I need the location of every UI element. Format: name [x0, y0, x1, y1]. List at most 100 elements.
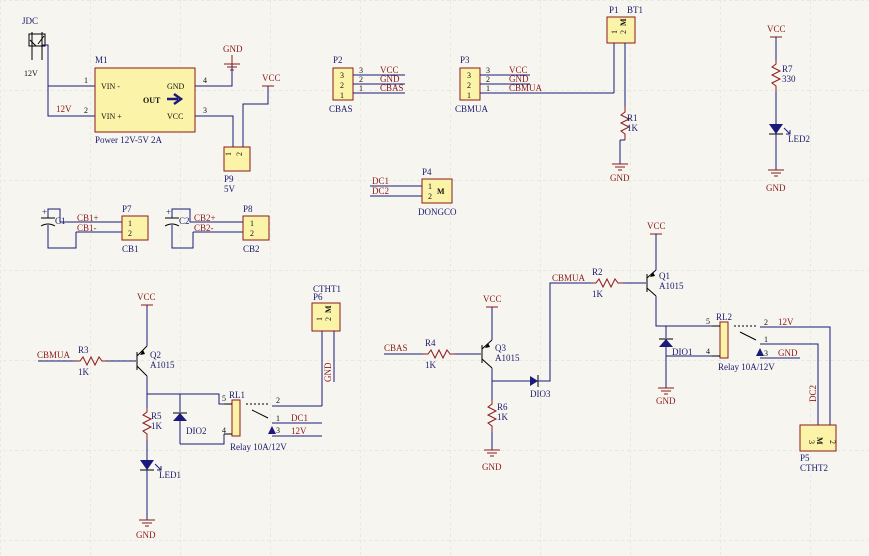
p1-connector[interactable]: P1 BT1 1 2 M	[606, 5, 643, 44]
svg-text:R2: R2	[592, 267, 603, 277]
svg-text:Q2: Q2	[150, 350, 161, 360]
svg-text:VCC: VCC	[647, 221, 666, 231]
svg-text:3: 3	[359, 66, 363, 75]
out-arrow-icon	[167, 92, 184, 106]
p7-connector[interactable]: P7 1 2 CB1	[121, 204, 149, 254]
svg-text:12V: 12V	[778, 317, 794, 327]
svg-text:R6: R6	[497, 402, 508, 412]
svg-text:2: 2	[235, 152, 244, 156]
svg-text:DIO2: DIO2	[186, 426, 207, 436]
dio2-diode[interactable]: DIO2	[173, 394, 207, 444]
p2-value: CBAS	[329, 104, 353, 114]
svg-text:VCC: VCC	[380, 65, 399, 75]
svg-text:DIO3: DIO3	[530, 389, 551, 399]
r1-resistor[interactable]: R1 1K	[619, 106, 639, 140]
p5-connector[interactable]: 3 2 M P5 CTHT2	[799, 424, 837, 473]
svg-text:2: 2	[467, 81, 471, 90]
svg-text:3: 3	[467, 71, 471, 80]
svg-text:LED1: LED1	[159, 470, 181, 480]
svg-text:3: 3	[203, 106, 207, 115]
c2-capacitor[interactable]: + C2	[164, 207, 194, 249]
r3-resistor[interactable]: R3 1K	[75, 345, 107, 377]
svg-text:5: 5	[222, 394, 226, 403]
svg-text:A1015: A1015	[659, 281, 684, 291]
svg-text:Q1: Q1	[659, 271, 670, 281]
light-arrow-icon	[154, 463, 162, 471]
led2[interactable]: LED2	[769, 124, 810, 144]
p6-ref: P6	[313, 292, 323, 302]
r5-resistor[interactable]: R5 1K	[141, 408, 163, 440]
m1-caption: Power 12V-5V 2A	[95, 135, 163, 145]
svg-text:3: 3	[807, 440, 816, 444]
svg-text:1K: 1K	[151, 421, 163, 431]
p4-ref: P4	[422, 167, 432, 177]
svg-text:VCC: VCC	[137, 292, 156, 302]
r4-net-in: CBAS	[384, 343, 408, 353]
p6-value: CTHT1	[313, 284, 341, 294]
q2-transistor[interactable]: Q2 A1015	[136, 345, 175, 377]
p6-connector[interactable]: CTHT1 P6 1 2 M	[311, 284, 341, 332]
p7-value: CB1	[122, 244, 139, 254]
svg-text:1: 1	[276, 414, 280, 423]
svg-text:GND: GND	[136, 530, 156, 540]
svg-text:VCC: VCC	[509, 65, 528, 75]
rl1-relay[interactable]: RL1 5 4 2 1 3 Relay 10A/12V	[222, 390, 287, 452]
svg-text:1: 1	[428, 182, 432, 191]
m1-vin-neg: VIN -	[101, 82, 120, 91]
p5-ref: P5	[800, 453, 810, 463]
p8-ref: P8	[243, 204, 253, 214]
p4-value: DONGCO	[418, 207, 457, 217]
svg-text:1: 1	[340, 91, 344, 100]
svg-text:GND: GND	[482, 462, 502, 472]
rl2-ref: RL2	[716, 312, 732, 322]
svg-text:2: 2	[359, 75, 363, 84]
p1-value: BT1	[627, 5, 643, 15]
r6-resistor[interactable]: R6 1K	[486, 400, 509, 432]
dio1-diode[interactable]: DIO1	[659, 326, 693, 388]
svg-text:1: 1	[250, 219, 254, 228]
r7-resistor[interactable]: R7 330	[770, 60, 796, 92]
svg-text:M: M	[324, 305, 333, 313]
svg-text:DC2: DC2	[808, 385, 818, 402]
jdc-label: 12V	[24, 69, 38, 78]
svg-text:Q3: Q3	[495, 343, 506, 353]
svg-text:1: 1	[467, 91, 471, 100]
svg-text:GND: GND	[778, 348, 798, 358]
p9-connector[interactable]: 1 2 P9 5V	[223, 146, 251, 194]
svg-text:VCC: VCC	[483, 294, 502, 304]
m1-power-module[interactable]: M1 1 2 12V VIN - VIN + GND VCC OUT Power…	[56, 55, 196, 145]
c1-capacitor[interactable]: + C1	[40, 207, 77, 249]
q2-net-in: CBMUA	[37, 350, 71, 360]
m1-vcc: VCC	[167, 112, 183, 121]
q1-transistor[interactable]: Q1 A1015	[646, 269, 684, 297]
p2-ref: P2	[333, 55, 343, 65]
p4-connector[interactable]: P4 1 2 M DONGCO	[418, 167, 457, 217]
svg-text:GND: GND	[323, 362, 333, 382]
p8-connector[interactable]: P8 1 2 CB2	[242, 204, 270, 254]
svg-text:+: +	[166, 207, 171, 217]
svg-text:1: 1	[486, 84, 490, 93]
svg-text:CB1+: CB1+	[77, 213, 99, 223]
rl2-relay[interactable]: RL2 5 4 2 1 3 Relay 10A/12V	[706, 312, 775, 372]
p9-value: 5V	[224, 184, 236, 194]
light-arrow-icon	[783, 127, 791, 135]
r2-resistor[interactable]: R2 1K	[591, 267, 623, 299]
svg-text:2: 2	[250, 229, 254, 238]
svg-text:4: 4	[706, 347, 710, 356]
jdc-ref: JDC	[22, 16, 38, 26]
svg-text:GND: GND	[509, 74, 529, 84]
p3-ref: P3	[460, 55, 470, 65]
svg-text:1: 1	[84, 76, 88, 85]
q3-transistor[interactable]: Q3 A1015	[481, 339, 520, 369]
svg-text:GND: GND	[656, 396, 676, 406]
svg-text:1K: 1K	[425, 360, 437, 370]
svg-text:R4: R4	[425, 338, 436, 348]
jdc-jack[interactable]: JDC 12V	[22, 16, 46, 78]
svg-text:A1015: A1015	[150, 360, 175, 370]
svg-text:1K: 1K	[497, 412, 509, 422]
svg-text:1: 1	[315, 317, 324, 321]
rl1-ref: RL1	[229, 390, 245, 400]
r4-resistor[interactable]: R4 1K	[423, 338, 455, 370]
p5-value: CTHT2	[800, 463, 828, 473]
svg-text:M: M	[815, 437, 824, 445]
